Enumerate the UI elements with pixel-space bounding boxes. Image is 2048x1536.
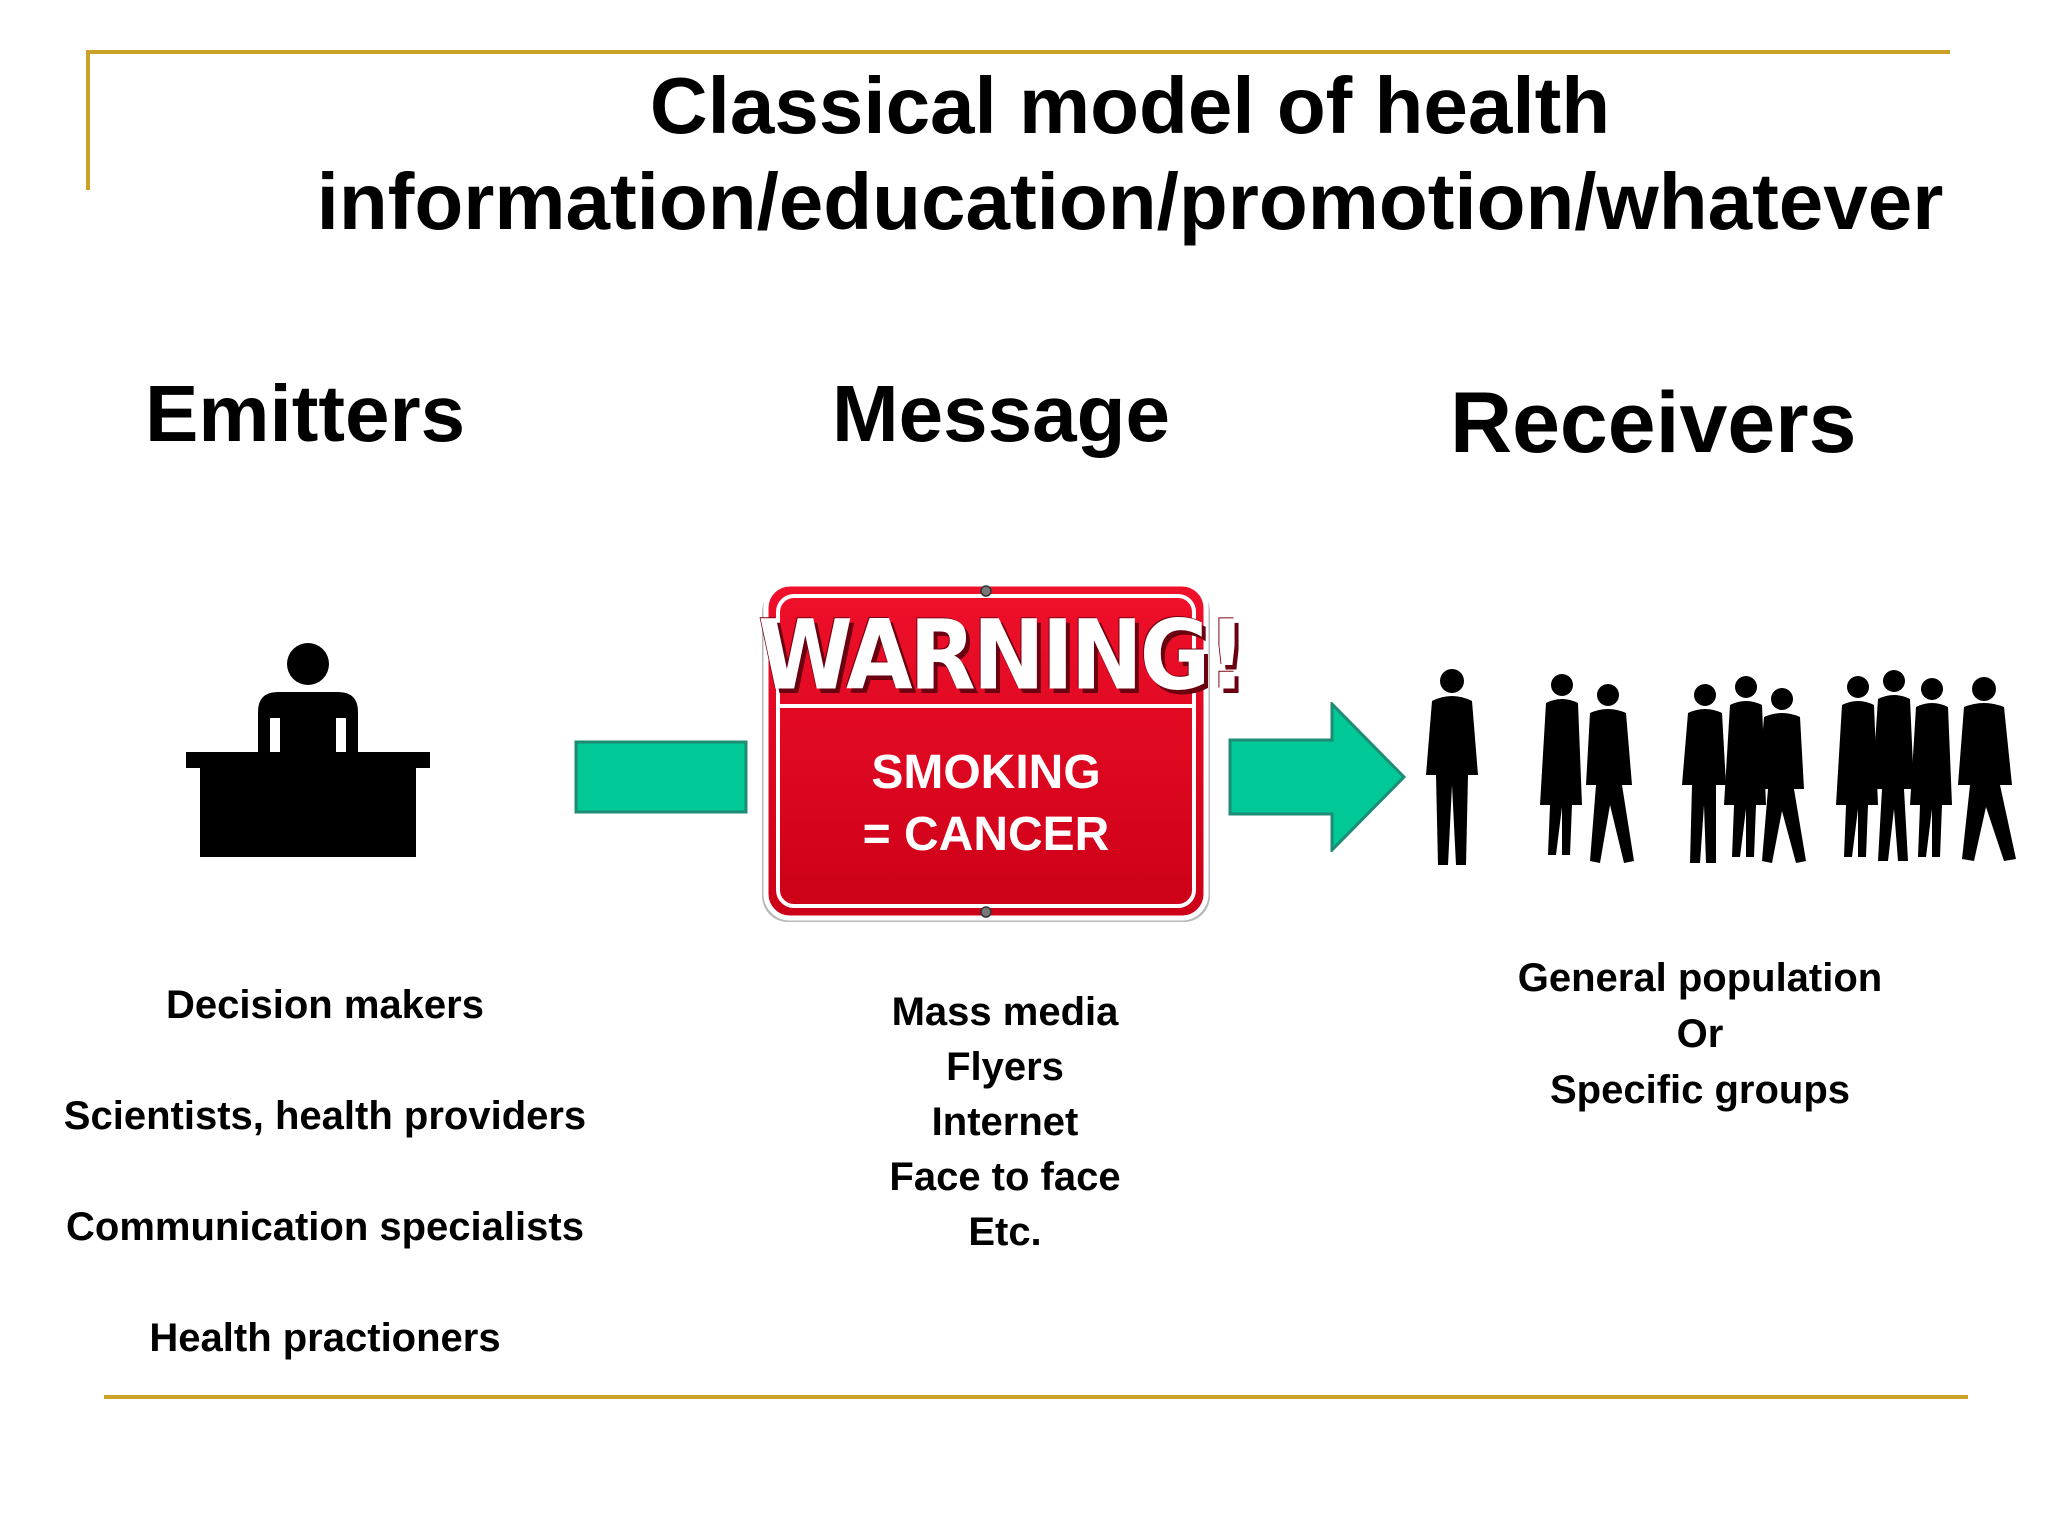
list-item: Flyers (946, 1045, 1064, 1089)
warning-sign-headline: WARNING! (758, 600, 1247, 712)
list-item: Etc. (968, 1210, 1042, 1254)
list-item: General population (1517, 956, 1883, 1000)
list-item: Face to face (889, 1155, 1121, 1199)
person-silhouette (1958, 677, 2016, 861)
list-item: Internet (931, 1100, 1079, 1144)
list-item: Or (1676, 1012, 1724, 1056)
person-silhouette (1910, 678, 1952, 857)
frame-rule-left (86, 50, 90, 190)
list-item: Decision makers (166, 983, 484, 1027)
person-silhouette (1724, 676, 1766, 857)
warning-sign-line-2: = CANCER (862, 808, 1110, 861)
warning-sign-body: SMOKING = CANCER (758, 742, 1214, 866)
message-heading: Message (832, 369, 1170, 458)
slide-title-line-2: information/education/promotion/whatever (316, 157, 1944, 246)
receivers-heading: Receivers (1450, 375, 1857, 471)
warning-sign: WARNING! SMOKING = CANCER (758, 582, 1247, 930)
slide-title-line-1: Classical model of health (649, 61, 1611, 150)
list-item: Specific groups (1549, 1068, 1851, 1112)
warning-sign-line-1: SMOKING (871, 746, 1101, 799)
slide-title: Classical model of health information/ed… (250, 58, 2010, 250)
list-item: Scientists, health providers (63, 1094, 587, 1138)
receivers-list: General population Or Specific groups (1440, 950, 1960, 1118)
person-at-desk-icon (186, 643, 430, 857)
person-silhouette (1836, 676, 1878, 857)
frame-rule-top (86, 50, 1950, 54)
list-item: Mass media (891, 990, 1119, 1034)
person-silhouette (1540, 674, 1582, 855)
frame-rule-bottom (104, 1395, 1968, 1399)
person-silhouette (1586, 684, 1634, 863)
arrow-bar-icon (574, 740, 748, 814)
message-channels-list: Mass media Flyers Internet Face to face … (840, 985, 1170, 1260)
people-silhouettes-icon (1426, 669, 2016, 865)
emitters-heading: Emitters (145, 369, 466, 458)
arrow-right-icon (1228, 702, 1407, 852)
person-silhouette (1758, 688, 1806, 863)
emitters-list: Decision makers Scientists, health provi… (20, 950, 630, 1394)
person-silhouette (1872, 670, 1914, 861)
person-silhouette (1426, 669, 1478, 865)
person-silhouette (1682, 684, 1726, 863)
list-item: Communication specialists (66, 1205, 584, 1249)
warning-sign-plate (762, 582, 1210, 922)
list-item: Health practioners (149, 1316, 501, 1360)
